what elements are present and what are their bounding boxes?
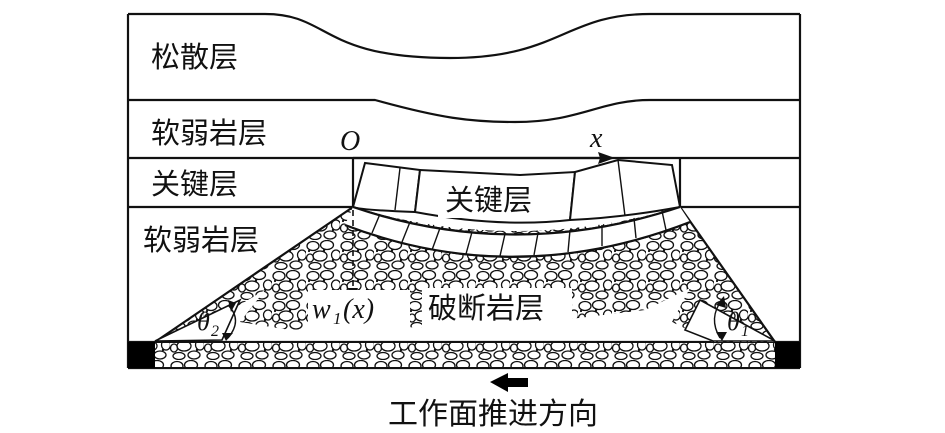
deflection-label: w 1 (x) <box>312 294 374 328</box>
origin-label: O <box>340 126 360 157</box>
bent-strata-band <box>344 205 691 258</box>
soft-rock-lower-label: 软弱岩层 <box>143 223 259 257</box>
x-axis <box>353 152 615 164</box>
broken-label-bg <box>422 288 572 328</box>
theta2-symbol: θ <box>197 307 210 336</box>
seam-gravel <box>155 343 775 367</box>
theta1-arrow-top <box>716 296 726 308</box>
theta2-arrow-bottom <box>222 333 233 341</box>
void-left <box>154 298 242 342</box>
theta1-arrow-bottom <box>716 332 727 341</box>
advance-direction-caption: 工作面推进方向 <box>388 397 598 432</box>
deflection-w: w <box>312 294 331 325</box>
theta1-symbol: θ <box>727 307 740 336</box>
key-layer-broken-label: 关键层 <box>445 183 532 217</box>
coal-pillar-left <box>128 342 155 368</box>
theta1-sub: 1 <box>741 323 749 340</box>
theta2-label: θ 2 <box>197 307 219 340</box>
void-right <box>683 298 776 342</box>
theta2-arrow-top <box>228 300 236 312</box>
top-surface <box>128 12 800 60</box>
caving-line-right <box>679 206 776 343</box>
broken-rock-label: 破断岩层 <box>428 291 544 325</box>
key-label-bg <box>438 180 538 218</box>
loose-layer-bottom <box>128 98 800 124</box>
soft-rock-upper-label: 软弱岩层 <box>151 116 267 150</box>
x-axis-label: x <box>589 123 603 154</box>
deflection-sub: 1 <box>333 309 342 328</box>
loose-layer-label: 松散层 <box>151 40 238 74</box>
caving-line-left <box>154 206 354 343</box>
w-label-bg <box>308 290 410 330</box>
theta2-sub: 2 <box>211 323 219 340</box>
key-layer-left-label: 关键层 <box>151 167 238 201</box>
theta1-label: θ 1 <box>727 307 749 340</box>
deflection-arg: (x) <box>343 294 374 325</box>
arrow-left-icon <box>490 373 528 392</box>
coal-pillar-right <box>775 342 800 368</box>
